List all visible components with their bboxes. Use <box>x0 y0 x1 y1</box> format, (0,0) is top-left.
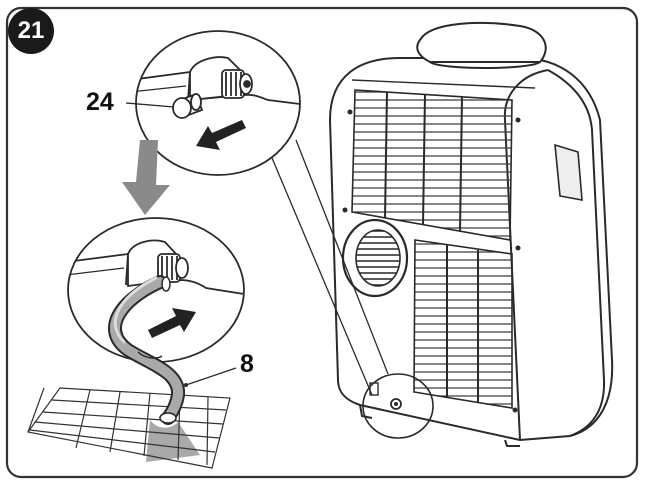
callout-label-hose: 8 <box>240 350 254 378</box>
floor-grid <box>26 387 231 469</box>
figure-frame <box>5 6 639 479</box>
drain-highlight-circle <box>362 373 434 439</box>
lower-air-grille <box>413 239 513 409</box>
zoom-leader-lines <box>271 139 389 396</box>
water-drip <box>146 420 200 462</box>
upper-air-grille <box>351 89 513 241</box>
drain-cap <box>172 92 204 119</box>
callout-label-cap: 24 <box>86 88 114 116</box>
cap-arrow-icon <box>196 120 246 150</box>
flow-arrow-icon <box>122 140 170 215</box>
panel-screws <box>342 109 521 413</box>
drain-hose <box>108 275 185 425</box>
step-number: 21 <box>17 17 45 44</box>
zoom-cap-removal <box>135 30 301 176</box>
callout-leader-24 <box>125 102 175 108</box>
hose-arrow-icon <box>148 308 196 338</box>
callout-leader-8 <box>185 367 237 386</box>
step-number-badge: 21 <box>8 8 54 54</box>
